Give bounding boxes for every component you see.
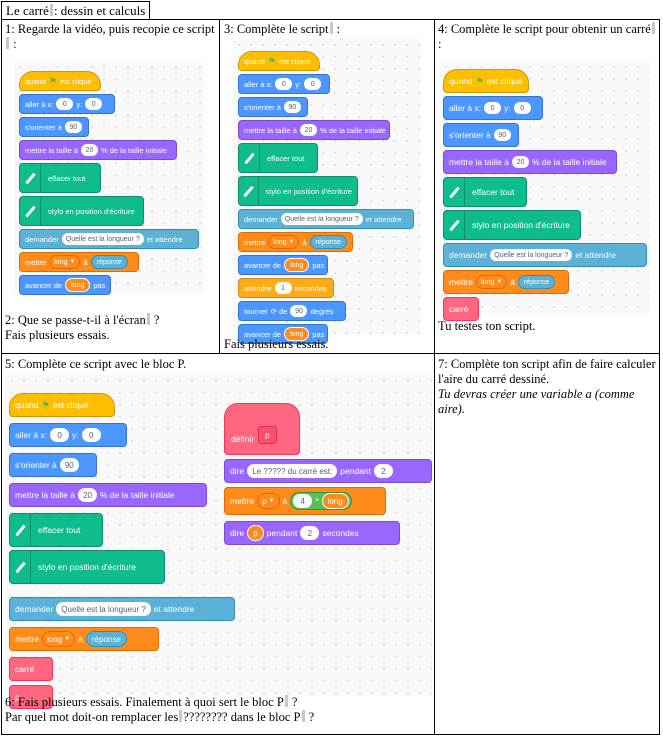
pencil-icon (14, 561, 26, 573)
exercise-table: 1: Regarde la vidéo, puis recopie ce scr… (1, 19, 660, 735)
green-flag-icon: ⚑ (475, 75, 484, 86)
instruction-5: 5: Complète ce script avec le bloc P. (5, 357, 187, 371)
pencil-icon (24, 205, 36, 217)
pencil-icon (242, 185, 254, 197)
document-title: Le carré: dessin et calculs (1, 1, 151, 20)
footer-4: Tu testes ton script. (438, 319, 536, 333)
instruction-3: 3: Complète le script : (224, 22, 341, 36)
square-custom-block[interactable]: carré (9, 657, 53, 681)
pen-clear-block[interactable]: effacer tout (9, 513, 103, 547)
pen-down-block[interactable]: stylo en position d'écriture (443, 210, 581, 240)
when-flag-clicked-block[interactable]: quand⚑est cliqué (19, 71, 101, 91)
dropdown-arrow-icon: ▼ (64, 636, 71, 642)
instruction-7: 7: Complète ton script afin de faire cal… (438, 357, 656, 416)
pen-clear-block[interactable]: effacer tout (443, 177, 527, 207)
question-6: 6: Fais plusieurs essais. Finalement à q… (5, 695, 315, 724)
when-flag-clicked-block[interactable]: quand⚑est cliqué (238, 51, 320, 71)
multiply-operator[interactable]: 4*long (290, 492, 352, 510)
square-custom-block[interactable]: carré (443, 297, 479, 321)
footer-3: Fais plusieurs essais. (224, 337, 329, 351)
instruction-4: 4: Complète le script pour obtenir un ca… (438, 22, 656, 52)
rotate-right-icon: ⟳ de (270, 306, 288, 316)
green-flag-icon: ⚑ (48, 75, 57, 86)
pen-down-block[interactable]: stylo en position d'écriture (9, 550, 165, 584)
pen-clear-block[interactable]: effacer tout (238, 143, 318, 173)
pen-down-block[interactable]: stylo en position d'écriture (238, 176, 358, 206)
pencil-icon (24, 172, 36, 184)
green-flag-icon: ⚑ (41, 399, 50, 410)
pencil-icon (448, 219, 460, 231)
pen-clear-block[interactable]: effacer tout (19, 163, 101, 193)
when-flag-clicked-block[interactable]: quand⚑est cliqué (9, 393, 115, 417)
p-custom-block[interactable]: p (9, 685, 53, 709)
pencil-icon (243, 152, 255, 164)
dropdown-arrow-icon: ▼ (69, 259, 76, 265)
dropdown-arrow-icon: ▼ (496, 279, 503, 285)
pencil-icon (14, 524, 26, 536)
when-flag-clicked-block[interactable]: quand⚑est cliqué (443, 69, 529, 93)
question-2: 2: Que se passe-t-il à l'écran ?Fais plu… (5, 313, 160, 342)
pencil-icon (448, 186, 460, 198)
dropdown-arrow-icon: ▼ (268, 498, 275, 504)
dropdown-arrow-icon: ▼ (288, 239, 295, 245)
instruction-1: 1: Regarde la vidéo, puis recopie ce scr… (5, 22, 215, 51)
pen-down-block[interactable]: stylo en position d'écriture (19, 196, 144, 226)
green-flag-icon: ⚑ (267, 55, 276, 66)
